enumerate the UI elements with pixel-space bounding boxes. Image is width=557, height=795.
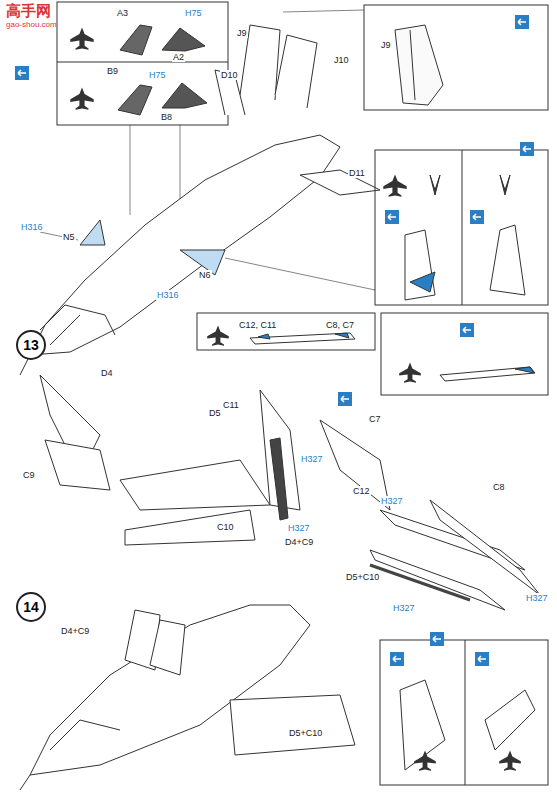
part-label: B8 <box>160 112 173 122</box>
part-label: J9 <box>380 40 392 50</box>
part-label: D4+C9 <box>60 626 90 636</box>
part-label: N5 <box>62 232 76 242</box>
part-label: D10 <box>220 70 239 80</box>
watermark: gao-shou.com <box>5 20 58 30</box>
part-label: C8 <box>492 482 506 492</box>
step-circle: 14 <box>16 592 46 622</box>
part-label: H327 <box>380 496 404 506</box>
part-label: H327 <box>300 454 324 464</box>
part-label: H316 <box>156 290 180 300</box>
part-label: A2 <box>172 52 185 62</box>
step-number: 13 <box>23 337 39 353</box>
part-label: C11 <box>222 400 240 410</box>
watermark: 高手网 <box>5 3 52 19</box>
part-label: H75 <box>148 70 167 80</box>
part-label: D4 <box>100 368 114 378</box>
part-label: C8, C7 <box>325 320 355 330</box>
part-label: J9 <box>236 28 248 38</box>
part-label: H327 <box>525 593 549 603</box>
part-label: D11 <box>348 168 366 178</box>
part-label: H327 <box>287 523 311 533</box>
part-label: D5+C10 <box>345 572 380 582</box>
part-label: C12, C11 <box>238 320 277 330</box>
step-circle: 13 <box>16 330 46 360</box>
part-label: C12 <box>352 486 371 496</box>
part-label: H316 <box>20 222 44 232</box>
step-number: 14 <box>23 599 39 615</box>
part-label: C10 <box>216 522 235 532</box>
part-label: N6 <box>198 270 212 280</box>
part-label: D5+C10 <box>288 728 323 738</box>
part-label: J10 <box>333 55 350 65</box>
part-label: C9 <box>22 470 36 480</box>
part-label: B9 <box>106 66 119 76</box>
part-label: A3 <box>116 8 129 18</box>
part-label: D4+C9 <box>284 537 314 547</box>
part-label: C7 <box>368 414 382 424</box>
part-label: H327 <box>392 603 416 613</box>
part-label: H75 <box>184 8 203 18</box>
part-label: D5 <box>208 408 222 418</box>
